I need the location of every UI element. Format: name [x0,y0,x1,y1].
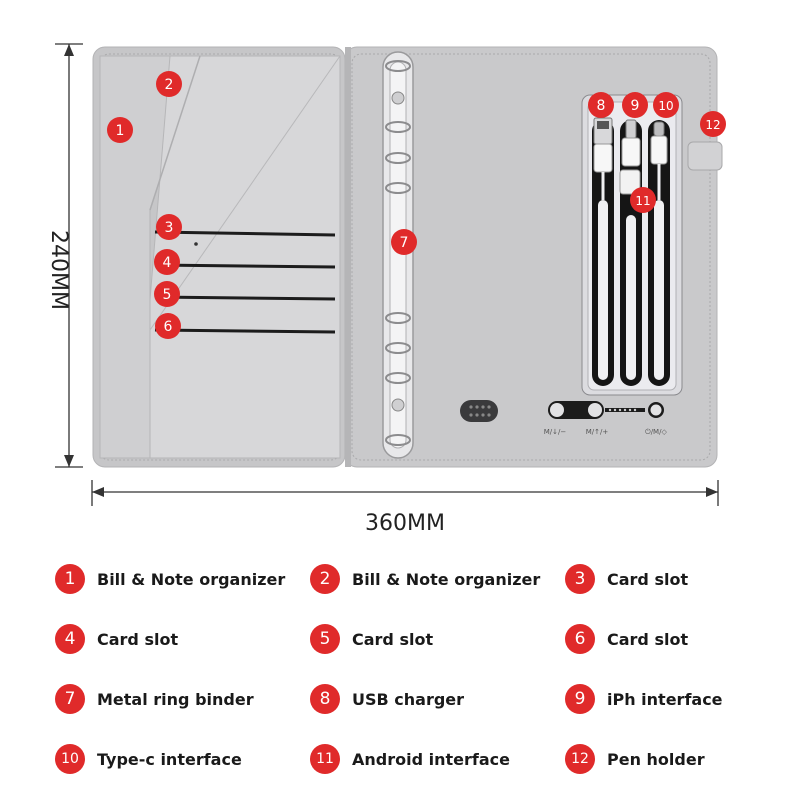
callout-badge-1: 1 [107,117,133,143]
left-cover [92,46,346,468]
ring-binder [382,51,414,459]
callout-badge-12: 12 [700,111,726,137]
legend-label: Card slot [97,629,179,649]
svg-text:10: 10 [658,99,673,113]
legend-badge: 5 [310,624,340,654]
legend-badge: 12 [565,744,595,774]
svg-text:4: 4 [163,255,172,271]
legend-item-4: 4 Card slot [55,622,178,656]
legend-item-9: 9 iPh interface [565,682,723,716]
button-left [550,403,564,417]
legend-item-3: 3 Card slot [565,562,688,596]
callout-badge-10: 10 [653,92,679,118]
width-dimension: 360MM [91,480,719,536]
legend-label: Card slot [607,629,689,649]
legend-badge: 9 [565,684,595,714]
control-buttons: M/↓/− M/↑/+ ⏻/M/◇ [544,401,667,436]
legend-badge: 7 [55,684,85,714]
svg-text:9: 9 [631,98,640,114]
legend-badge: 1 [55,564,85,594]
power-button [650,404,662,416]
callout-badge-4: 4 [154,249,180,275]
legend-badge: 3 [565,564,595,594]
usb-connector [593,117,613,173]
legend-badge: 6 [565,624,595,654]
legend-label: Android interface [352,749,510,769]
legend-badge: 2 [310,564,340,594]
callout-badge-7: 7 [391,229,417,255]
svg-text:8: 8 [597,98,606,114]
height-dimension: 240MM [46,43,83,468]
button-label-1: M/↓/− [544,428,567,436]
legend-label: Card slot [352,629,434,649]
legend-label: Bill & Note organizer [97,569,286,589]
pen-holder [687,141,723,171]
height-label: 240MM [46,230,71,310]
width-label: 360MM [365,511,445,536]
legend-item-6: 6 Card slot [565,622,688,656]
svg-text:12: 12 [705,118,720,132]
legend-item-8: 8 USB charger [310,682,464,716]
callout-badge-5: 5 [154,281,180,307]
notebook-diagram: 240MM 360MM [46,43,726,536]
svg-text:11: 11 [635,194,650,208]
button-label-2: M/↑/+ [586,428,609,436]
legend-label: iPh interface [607,689,723,709]
callout-badge-8: 8 [588,92,614,118]
callout-badge-11: 11 [630,187,656,213]
legend: 1 Bill & Note organizer 2 Bill & Note or… [0,540,800,790]
svg-text:1: 1 [116,123,125,139]
legend-item-1: 1 Bill & Note organizer [55,562,285,596]
button-right [588,403,602,417]
legend-label: Bill & Note organizer [352,569,541,589]
legend-item-2: 2 Bill & Note organizer [310,562,540,596]
callout-badge-9: 9 [622,92,648,118]
button-label-3: ⏻/M/◇ [645,428,667,436]
legend-badge: 10 [55,744,85,774]
card-slots [154,230,336,334]
callout-badge-6: 6 [155,313,181,339]
svg-text:7: 7 [400,235,409,251]
legend-item-5: 5 Card slot [310,622,433,656]
legend-item-11: 11 Android interface [310,742,510,776]
legend-label: USB charger [352,689,465,709]
legend-label: Type-c interface [97,749,242,769]
svg-text:5: 5 [163,287,172,303]
callout-badge-3: 3 [156,214,182,240]
svg-text:3: 3 [165,220,174,236]
callout-badges: 1 2 3 4 5 6 7 8 9 10 11 12 [107,71,726,339]
callout-badge-2: 2 [156,71,182,97]
legend-label: Metal ring binder [97,689,254,709]
iph-connector [619,119,641,195]
svg-text:2: 2 [165,77,174,93]
legend-label: Pen holder [607,749,705,769]
legend-item-7: 7 Metal ring binder [55,682,254,716]
legend-item-10: 10 Type-c interface [55,742,242,776]
legend-label: Card slot [607,569,689,589]
power-bank-panel [581,94,683,396]
legend-item-12: 12 Pen holder [565,742,705,776]
legend-badge: 11 [310,744,340,774]
legend-badge: 4 [55,624,85,654]
svg-text:6: 6 [164,319,173,335]
legend-badge: 8 [310,684,340,714]
speaker-grille [460,400,498,422]
